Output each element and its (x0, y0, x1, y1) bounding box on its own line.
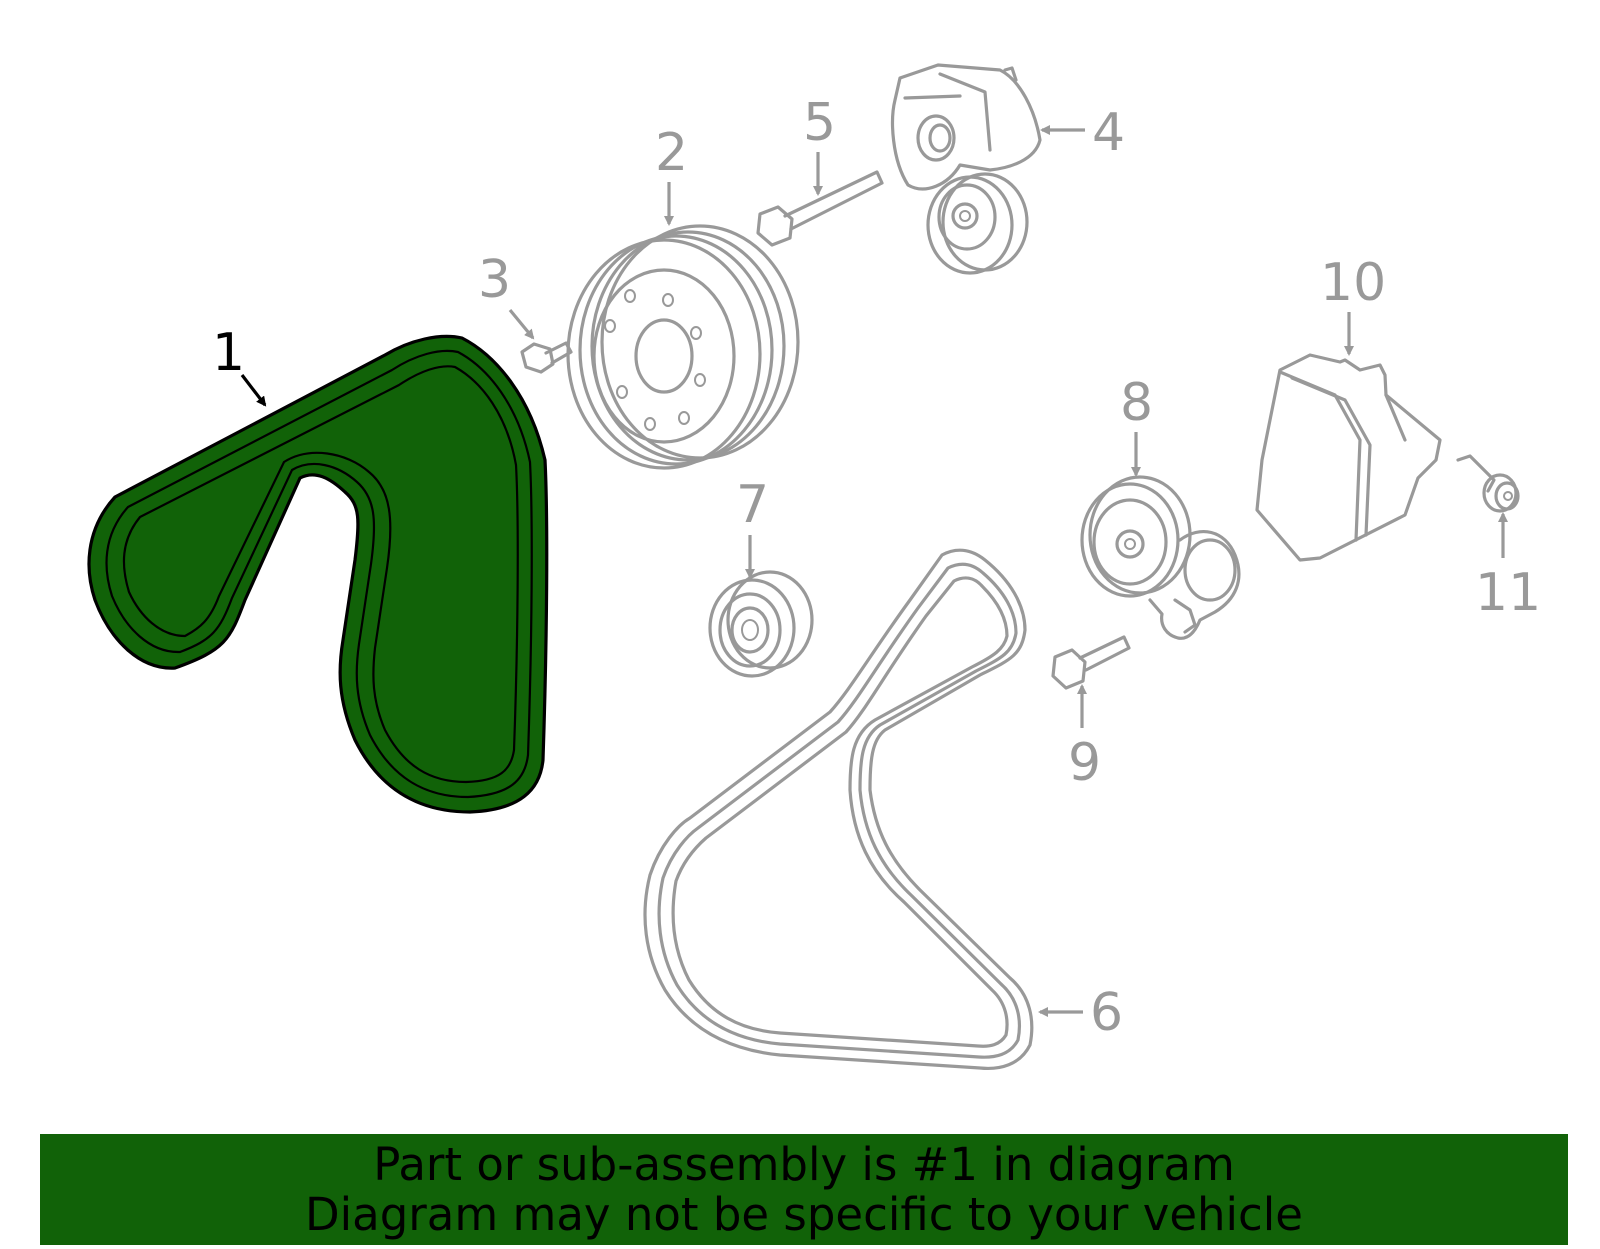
part-10-shield[interactable] (1255, 353, 1442, 562)
part-2-crank-pulley[interactable] (566, 224, 800, 470)
callout-11[interactable]: 11 (1475, 563, 1541, 623)
part-7-idler-pulley[interactable] (708, 570, 814, 678)
banner-line-disclaimer: Diagram may not be specific to your vehi… (305, 1188, 1303, 1241)
part-9-bolt[interactable] (1051, 635, 1131, 690)
callout-8[interactable]: 8 (1120, 373, 1153, 433)
leader-3 (508, 308, 535, 340)
callout-9[interactable]: 9 (1068, 733, 1101, 793)
part-6-accessory-belt[interactable] (643, 548, 1034, 1071)
callout-5[interactable]: 5 (803, 93, 836, 153)
callout-7[interactable]: 7 (736, 475, 769, 535)
part-11-bolt[interactable] (1456, 454, 1520, 513)
callout-3[interactable]: 3 (478, 250, 511, 310)
part-4-tensioner[interactable] (890, 63, 1042, 275)
part-1-drive-belt[interactable] (87, 334, 549, 814)
part-3-pulley-bolt[interactable] (520, 341, 573, 374)
callout-4[interactable]: 4 (1092, 103, 1125, 163)
part-5-tensioner-bolt[interactable] (756, 170, 884, 247)
callout-6[interactable]: 6 (1090, 983, 1123, 1043)
callout-2[interactable]: 2 (655, 123, 688, 183)
part-8-belt-tensioner[interactable] (1080, 475, 1241, 640)
callout-1[interactable]: 1 (212, 323, 245, 383)
callout-10[interactable]: 10 (1320, 253, 1386, 313)
leader-1 (240, 374, 267, 407)
info-banner: Part or sub-assembly is #1 in diagram Di… (40, 1134, 1568, 1245)
banner-line-part: Part or sub-assembly is #1 in diagram (373, 1138, 1235, 1191)
